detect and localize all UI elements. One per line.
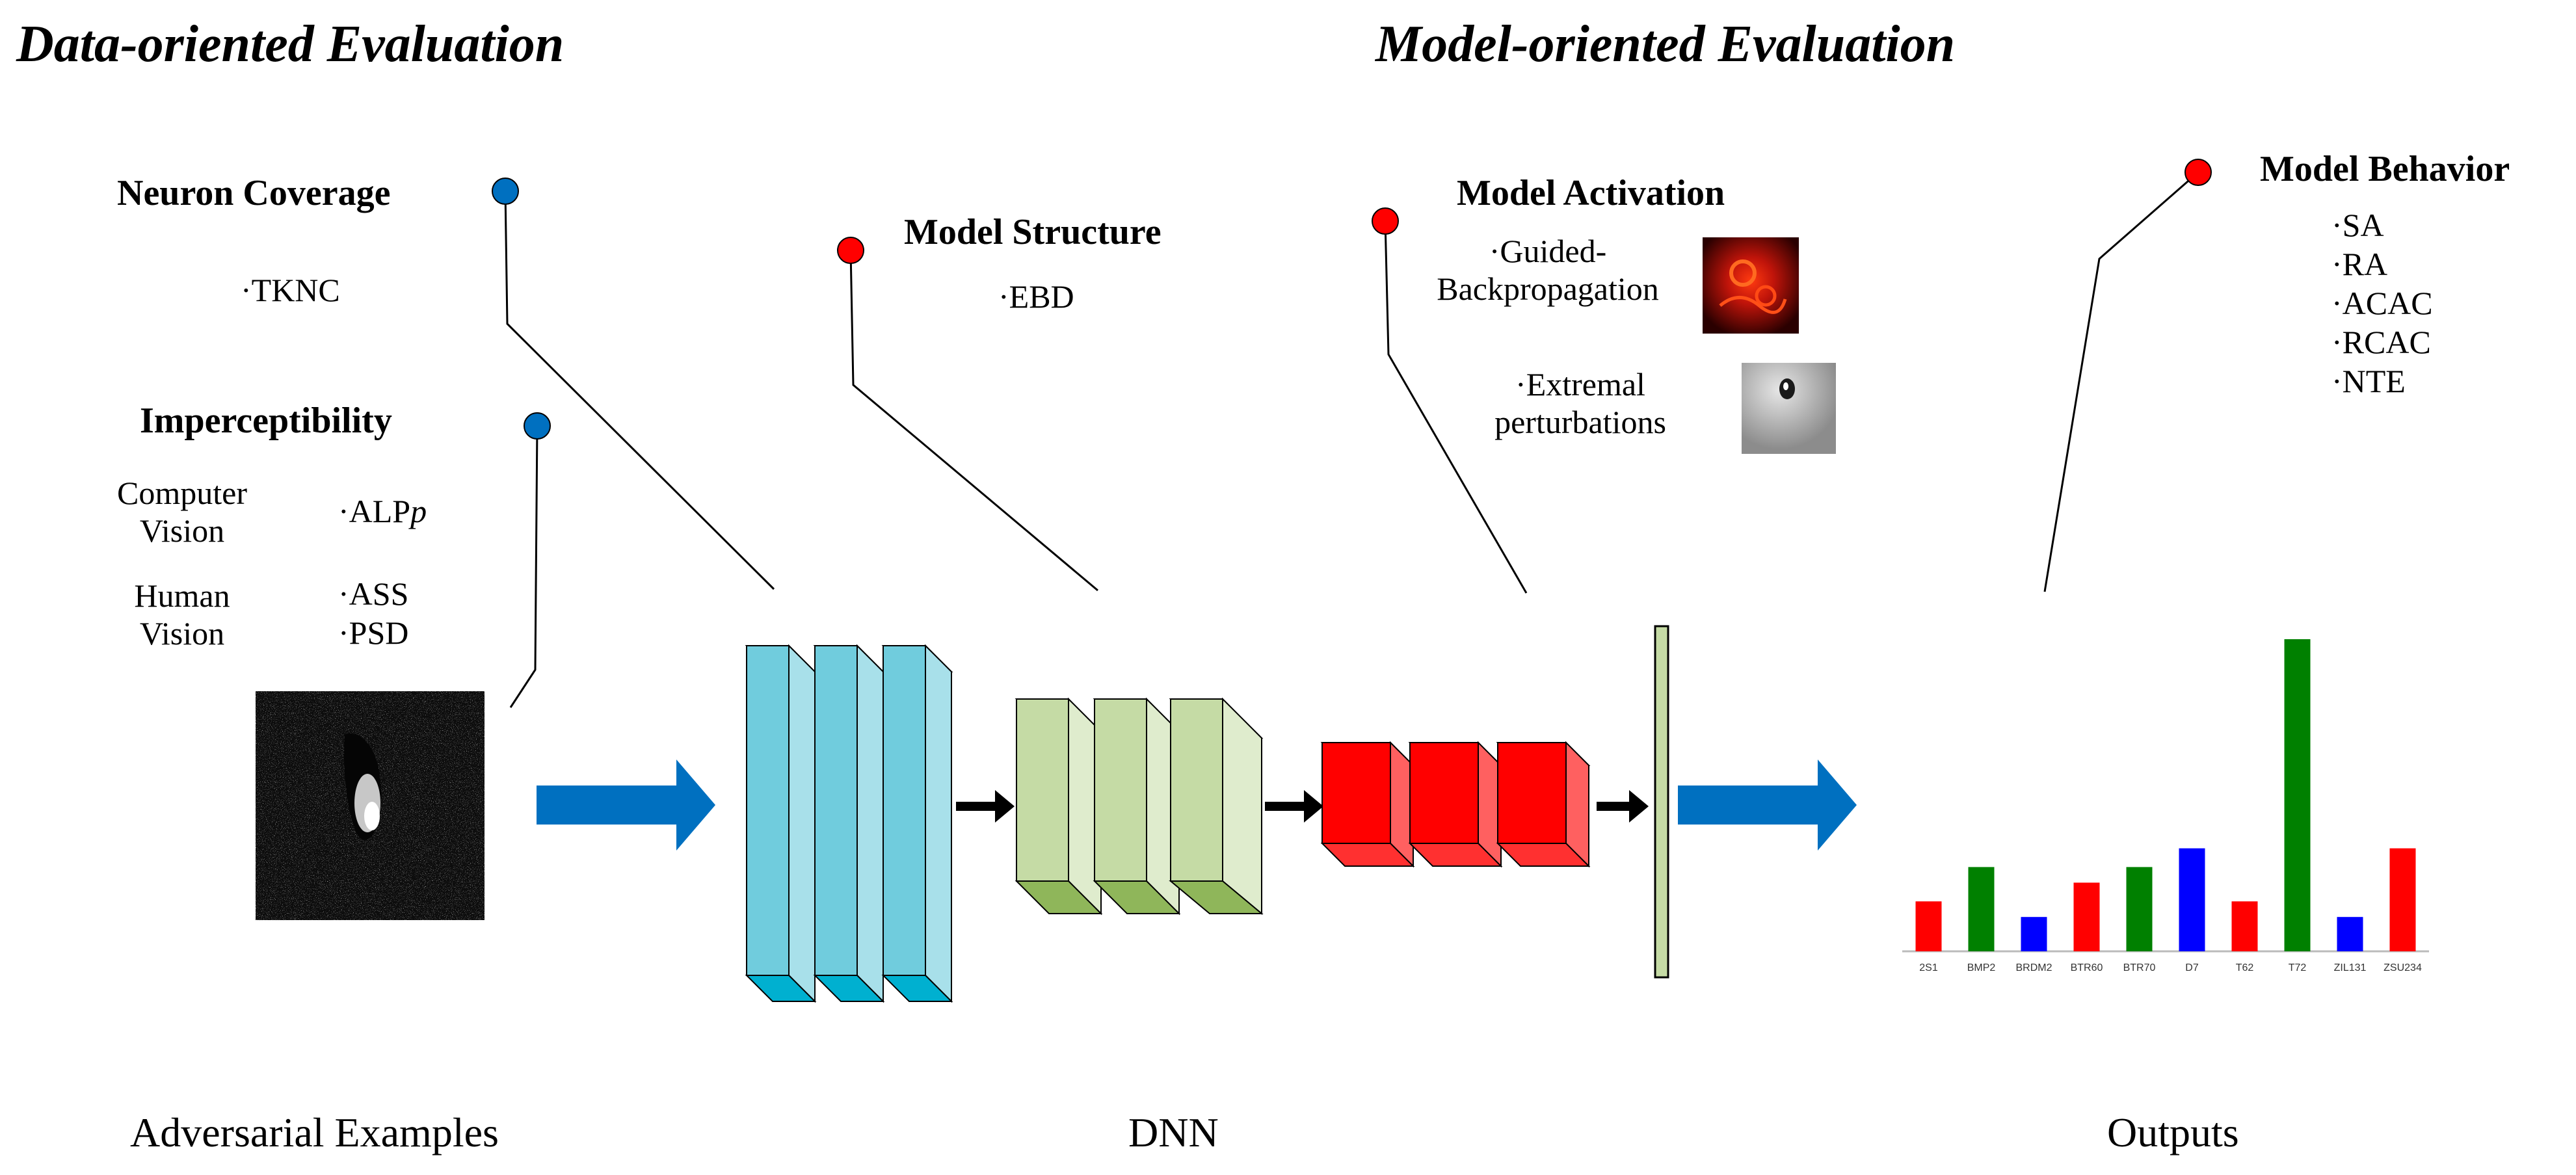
tick-label-btr70: BTR70 (2123, 962, 2156, 973)
green-layer-2 (1093, 697, 1181, 916)
model-oriented-heading: Model-oriented Evaluation (1375, 16, 1956, 73)
output-bar-chart: 2S1 BMP2 BRDM2 BTR60 BTR70 D7 T62 T72 ZIL131 ZSU2… (1902, 639, 2429, 973)
model-structure-dot (837, 237, 864, 264)
alpp-prefix: ·ALP (338, 493, 411, 529)
sar-input-image (256, 691, 485, 920)
red-layer-1 (1320, 741, 1415, 868)
red-layer-3 (1496, 741, 1591, 868)
tick-label-zil131: ZIL131 (2334, 962, 2367, 973)
green-conv-layers (1015, 697, 1264, 916)
guided-backprop-label: ·Guided- Backpropagation (1437, 233, 1659, 307)
bar-bmp2 (1968, 867, 1995, 951)
output-arrow (1678, 759, 1857, 851)
red-conv-layers (1320, 741, 1591, 868)
red-layer-2 (1408, 741, 1503, 868)
tick-label-2s1: 2S1 (1919, 962, 1938, 973)
model-activation-dot (1372, 207, 1399, 235)
alpp-metric: ·ALPp (338, 493, 427, 531)
imperceptibility-title: Imperceptibility (140, 401, 392, 441)
cyan-layer-3 (881, 644, 953, 1003)
arrow-3-head (1629, 790, 1649, 823)
rcac-metric: ·RCAC (2331, 324, 2431, 360)
cyan-layer-1 (745, 644, 817, 1003)
tick-label-t72: T72 (2289, 962, 2307, 973)
bar-t72 (2284, 639, 2311, 951)
neuron-coverage-dot (492, 178, 519, 205)
alpp-suffix: p (410, 493, 427, 529)
model-structure-title: Model Structure (904, 212, 1162, 252)
tick-label-btr60: BTR60 (2071, 962, 2103, 973)
guided-backprop-image (1703, 237, 1799, 334)
model-activation-callout (1384, 220, 1528, 594)
tick-label-bmp2: BMP2 (1967, 962, 1996, 973)
fc-layer (1654, 625, 1669, 979)
tknc-metric: ·TKNC (241, 272, 340, 308)
callout-lines (504, 171, 2199, 708)
computer-vision-label: Computer Vision (117, 475, 247, 549)
bar-brdm2 (2021, 917, 2047, 951)
imperceptibility-callout (509, 425, 538, 708)
outputs-label: Outputs (2107, 1109, 2239, 1155)
neuron-coverage-callout (504, 191, 775, 590)
bar-d7 (2179, 848, 2205, 951)
nte-metric: ·NTE (2331, 363, 2406, 399)
acac-metric: ·ACAC (2331, 285, 2433, 321)
model-behavior-callout (2043, 171, 2199, 592)
arrow-1-head (995, 790, 1015, 823)
ass-metric: ·ASS (338, 575, 409, 612)
green-layer-1 (1015, 697, 1103, 916)
green-layer-3 (1169, 697, 1264, 916)
bar-2s1 (1915, 901, 1942, 951)
sa-metric: ·SA (2331, 207, 2384, 243)
model-behavior-title: Model Behavior (2260, 149, 2510, 189)
psd-metric: ·PSD (338, 614, 409, 651)
bar-btr60 (2073, 882, 2100, 951)
data-oriented-heading: Data-oriented Evaluation (16, 16, 564, 73)
arrow-2-head (1304, 790, 1323, 823)
model-behavior-dot (2184, 159, 2212, 186)
tick-label-zsu234: ZSU234 (2383, 962, 2422, 973)
input-arrow (537, 759, 715, 851)
tick-label-t62: T62 (2236, 962, 2254, 973)
adversarial-examples-label: Adversarial Examples (130, 1109, 499, 1155)
bar-btr70 (2126, 867, 2153, 951)
ebd-metric: ·EBD (998, 278, 1074, 315)
cyan-layer-2 (813, 644, 885, 1003)
extremal-perturbation-image (1742, 363, 1836, 454)
bar-zil131 (2337, 917, 2363, 951)
bar-zsu234 (2389, 848, 2416, 951)
tick-label-d7: D7 (2185, 962, 2199, 973)
dnn-label: DNN (1128, 1109, 1219, 1155)
cyan-conv-layers (745, 644, 953, 1003)
extremal-perturbations-label: ·Extremal perturbations (1494, 366, 1666, 440)
model-structure-callout (849, 250, 1098, 592)
model-activation-title: Model Activation (1457, 173, 1725, 213)
tick-label-brdm2: BRDM2 (2015, 962, 2052, 973)
ra-metric: ·RA (2331, 246, 2388, 282)
neuron-coverage-title: Neuron Coverage (117, 173, 391, 213)
imperceptibility-dot (524, 412, 551, 440)
bar-t62 (2231, 901, 2258, 951)
human-vision-label: Human Vision (134, 577, 230, 652)
